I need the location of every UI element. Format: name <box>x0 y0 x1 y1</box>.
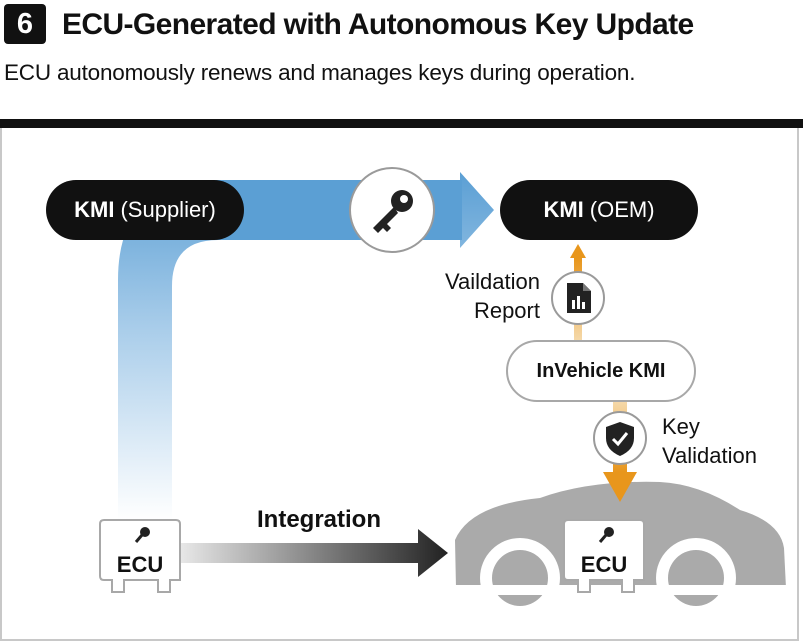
diagram-top-bar <box>0 119 803 128</box>
integration-arrow <box>180 529 448 577</box>
ecu-left-label: ECU <box>116 552 164 577</box>
invehicle-kmi-node: InVehicle KMI <box>506 340 696 402</box>
key-validation-line2: Validation <box>662 443 757 468</box>
ecu-car-chip <box>563 519 645 593</box>
key-icon <box>349 167 435 253</box>
kmi-oem-main: KMI <box>543 197 584 222</box>
page-title: ECU-Generated with Autonomous Key Update <box>62 8 694 41</box>
kmi-oem-node: KMI (OEM) <box>500 180 698 240</box>
ecu-left-chip <box>99 519 181 593</box>
kmi-supplier-node: KMI (Supplier) <box>46 180 244 240</box>
section-number-badge: 6 <box>4 4 46 44</box>
validation-report-label: Vaildation Report <box>418 267 540 325</box>
validation-report-line1: Vaildation <box>445 269 540 294</box>
key-validation-line1: Key <box>662 414 700 439</box>
shield-check-icon <box>593 411 647 465</box>
ecu-car-label: ECU <box>580 552 628 577</box>
key-validation-label: Key Validation <box>662 412 757 470</box>
kmi-supplier-main: KMI <box>74 197 115 222</box>
kmi-oem-paren: (OEM) <box>589 197 655 222</box>
report-icon <box>551 271 605 325</box>
integration-label: Integration <box>257 506 381 533</box>
validation-report-line2: Report <box>473 298 540 323</box>
kmi-supplier-paren: (Supplier) <box>120 197 216 222</box>
diagram-frame <box>0 119 799 641</box>
page-subtitle: ECU autonomously renews and manages keys… <box>4 60 636 85</box>
